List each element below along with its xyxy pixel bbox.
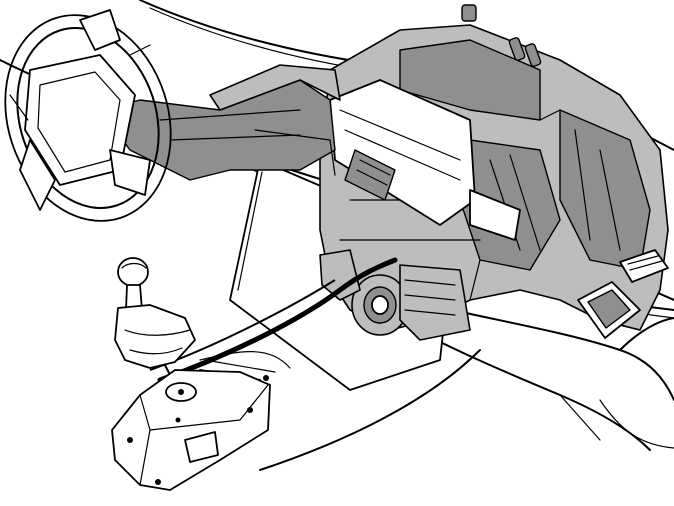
air-vent-center [344, 149, 396, 201]
air-vent-right [577, 249, 669, 339]
steering-column [99, 64, 341, 181]
gear-shifter [111, 257, 276, 491]
steering-wheel [4, 9, 172, 222]
air-duct [329, 79, 521, 241]
